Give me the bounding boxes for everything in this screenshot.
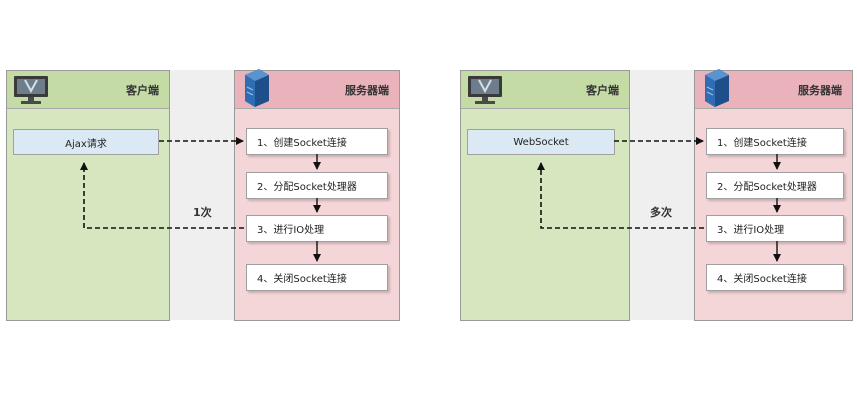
count-label-1: 1次 — [193, 206, 212, 219]
client-panel-2: 客户端 WebSocket — [460, 70, 630, 321]
step-create-socket-2: 1、创建Socket连接 — [706, 128, 844, 155]
server-header-2: 服务器端 — [695, 69, 852, 109]
server-title-2: 服务器端 — [798, 84, 842, 97]
gap-strip-2 — [630, 70, 694, 320]
ajax-request-box: Ajax请求 — [13, 129, 159, 155]
response-arrow-1 — [80, 162, 244, 229]
server-panel-1: 服务器端 1、创建Socket连接 2、分配Socket处理器 3、进行IO处理… — [234, 69, 400, 321]
monitor-icon — [14, 76, 48, 104]
step-label: 2、分配Socket处理器 — [257, 182, 357, 193]
step-io-processing-1: 3、进行IO处理 — [246, 215, 388, 242]
step-label: 2、分配Socket处理器 — [717, 182, 817, 193]
monitor-icon — [468, 76, 502, 104]
step-io-processing-2: 3、进行IO处理 — [706, 215, 844, 242]
step-label: 3、进行IO处理 — [257, 225, 325, 236]
step-close-socket-2: 4、关闭Socket连接 — [706, 264, 844, 291]
count-label-2: 多次 — [650, 206, 672, 219]
step-assign-handler-2: 2、分配Socket处理器 — [706, 172, 844, 199]
client-header-2: 客户端 — [461, 71, 629, 109]
client-title-2: 客户端 — [586, 84, 619, 97]
server-panel-2: 服务器端 1、创建Socket连接 2、分配Socket处理器 3、进行IO处理… — [694, 69, 853, 321]
server-icon — [245, 69, 269, 107]
step-label: 4、关闭Socket连接 — [257, 274, 347, 285]
client-box-label-1: Ajax请求 — [65, 138, 107, 150]
step-label: 1、创建Socket连接 — [717, 138, 807, 149]
step-label: 3、进行IO处理 — [717, 225, 785, 236]
step-assign-handler-1: 2、分配Socket处理器 — [246, 172, 388, 199]
step-create-socket-1: 1、创建Socket连接 — [246, 128, 388, 155]
client-panel-1: 客户端 Ajax请求 — [6, 70, 170, 321]
response-arrow-2 — [537, 162, 704, 229]
server-icon — [705, 69, 729, 107]
step-close-socket-1: 4、关闭Socket连接 — [246, 264, 388, 291]
client-title-1: 客户端 — [126, 84, 159, 97]
client-header-1: 客户端 — [7, 71, 169, 109]
server-title-1: 服务器端 — [345, 84, 389, 97]
server-header-1: 服务器端 — [235, 69, 399, 109]
step-label: 4、关闭Socket连接 — [717, 274, 807, 285]
gap-strip-1 — [170, 70, 234, 320]
client-box-label-2: WebSocket — [513, 136, 569, 148]
websocket-box: WebSocket — [467, 129, 615, 155]
step-label: 1、创建Socket连接 — [257, 138, 347, 149]
